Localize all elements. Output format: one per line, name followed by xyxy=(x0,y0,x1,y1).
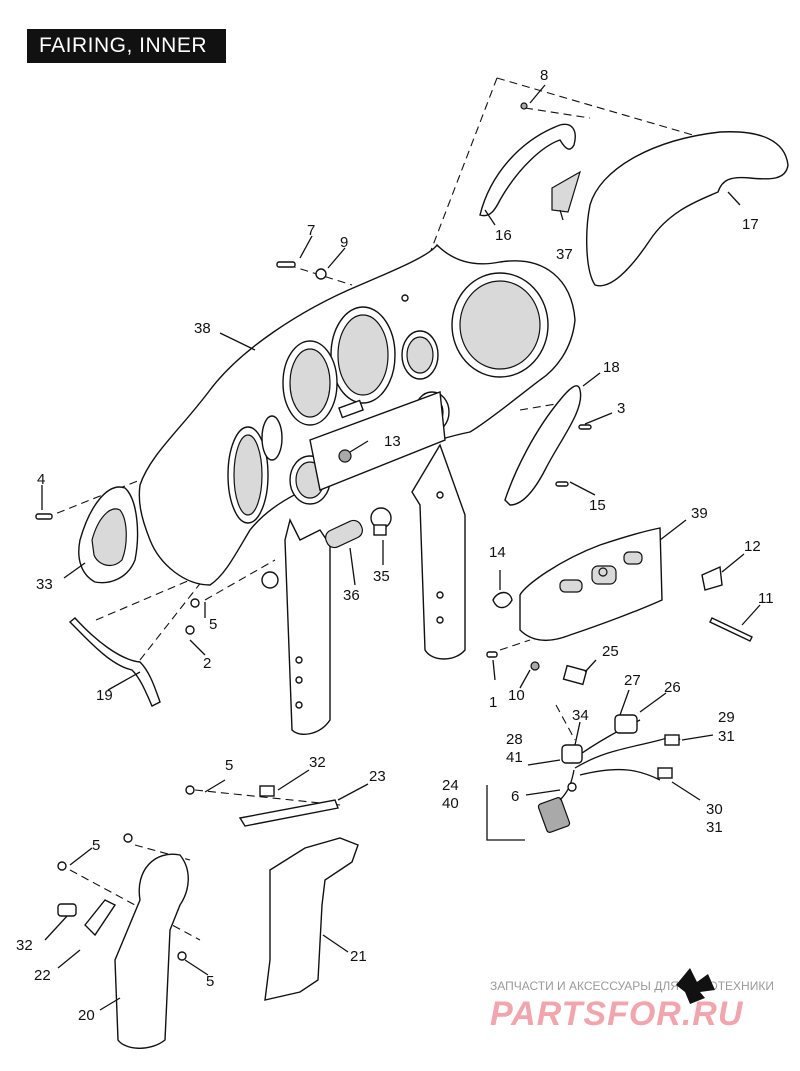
callout-17: 17 xyxy=(742,216,759,233)
watermark-tagline: ЗАПЧАСТИ И АКСЕССУАРЫ ДЛЯ МОТОТЕХНИКИ xyxy=(490,979,774,993)
callout-31b: 31 xyxy=(706,819,723,836)
part-19-seal xyxy=(68,617,161,707)
fasteners xyxy=(35,102,592,961)
callout-13: 13 xyxy=(384,433,401,450)
part-14-clip xyxy=(492,591,513,609)
callout-5d: 5 xyxy=(206,973,214,990)
callout-7: 7 xyxy=(307,222,315,239)
callout-36: 36 xyxy=(343,587,360,604)
callout-2: 2 xyxy=(203,655,211,672)
callout-11: 11 xyxy=(758,590,774,607)
part-21-bracket xyxy=(264,837,359,1001)
callout-20: 20 xyxy=(78,1007,95,1024)
part-17-cap xyxy=(586,131,789,287)
part-36-lighter xyxy=(325,519,363,549)
callout-25: 25 xyxy=(602,643,619,660)
callout-34: 34 xyxy=(572,707,589,724)
callout-26: 26 xyxy=(664,679,681,696)
part-39-switch-panel xyxy=(519,527,663,642)
part-harness xyxy=(537,664,681,833)
callout-6: 6 xyxy=(511,788,519,805)
callout-18: 18 xyxy=(603,359,620,376)
callout-4: 4 xyxy=(37,471,45,488)
callout-12: 12 xyxy=(744,538,761,555)
callout-27: 27 xyxy=(624,672,641,689)
arrow-icon xyxy=(676,968,715,1004)
callout-37: 37 xyxy=(556,246,573,263)
callout-10: 10 xyxy=(508,687,525,704)
callout-15: 15 xyxy=(589,497,606,514)
part-16-bracket xyxy=(479,123,576,217)
callout-24: 24 xyxy=(442,777,459,794)
callout-3: 3 xyxy=(617,400,625,417)
callout-39: 39 xyxy=(691,505,708,522)
callout-21: 21 xyxy=(350,948,367,965)
callout-14: 14 xyxy=(489,544,506,561)
callout-35: 35 xyxy=(373,568,390,585)
watermark: ЗАПЧАСТИ И АКСЕССУАРЫ ДЛЯ МОТОТЕХНИКИ PA… xyxy=(490,968,774,1033)
callout-5b: 5 xyxy=(225,757,233,774)
callout-31a: 31 xyxy=(718,728,735,745)
callout-33: 33 xyxy=(36,576,53,593)
part-35-knob xyxy=(370,507,392,536)
callout-40: 40 xyxy=(442,795,459,812)
callout-29: 29 xyxy=(718,709,735,726)
callout-19: 19 xyxy=(96,687,113,704)
callout-22: 22 xyxy=(34,967,51,984)
callout-30: 30 xyxy=(706,801,723,818)
part-22-clip xyxy=(84,899,117,937)
part-20-bracket xyxy=(114,853,189,1049)
callout-23: 23 xyxy=(369,768,386,785)
callout-9: 9 xyxy=(340,234,348,251)
part-37-pad xyxy=(551,170,582,213)
callouts: 8 7 9 16 37 17 38 18 3 13 15 4 33 36 35 … xyxy=(16,67,774,1024)
part-12-cap xyxy=(701,565,723,591)
callout-8: 8 xyxy=(540,67,548,84)
part-23-strip xyxy=(238,799,339,827)
callout-41: 41 xyxy=(506,749,523,766)
diagram-title: FAIRING, INNER xyxy=(27,29,226,63)
callout-5a: 5 xyxy=(209,616,217,633)
part-18-bracket xyxy=(504,385,582,506)
callout-16: 16 xyxy=(495,227,512,244)
leader-lines xyxy=(41,84,761,1011)
callout-5c: 5 xyxy=(92,837,100,854)
part-11-rod xyxy=(709,617,753,642)
callout-1: 1 xyxy=(489,694,497,711)
callout-28: 28 xyxy=(506,731,523,748)
callout-38: 38 xyxy=(194,320,211,337)
callout-32b: 32 xyxy=(16,937,33,954)
part-33-speaker xyxy=(78,486,139,584)
watermark-brand: PARTSFOR.RU xyxy=(490,995,744,1033)
callout-32a: 32 xyxy=(309,754,326,771)
